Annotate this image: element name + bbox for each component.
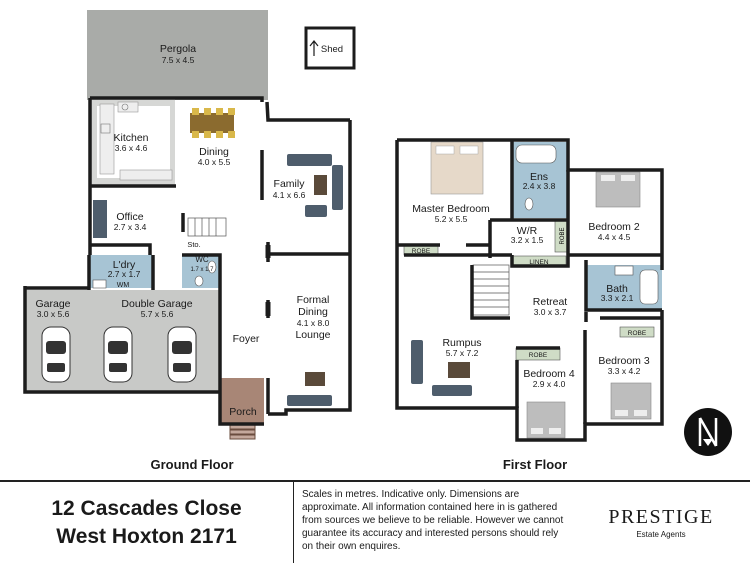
bedroom-3-label: Bedroom 3 [598,355,650,367]
bedroom-4-label: Bedroom 4 [523,368,575,380]
porch-label: Porch [229,406,257,418]
first-floor-title: First Floor [503,457,567,472]
rumpus-sofa-icon [411,340,472,396]
master-bedroom-dim: 5.2 x 5.5 [435,214,468,224]
ground-floor-title: Ground Floor [150,457,233,472]
address-line-2: West Hoxton 2171 [56,524,237,548]
north-compass-icon [684,408,732,456]
kitchen-island [99,103,115,175]
disclaimer-text: Scales in metres. Indicative only. Dimen… [302,489,564,552]
address-line-1: 12 Cascades Close [51,496,242,520]
rumpus-label: Rumpus [442,337,481,349]
ground-stairs [187,217,227,237]
bedroom-3-dim: 3.3 x 4.2 [608,366,641,376]
office-dim: 2.7 x 3.4 [114,222,147,232]
wr-robe-label: ROBE [560,227,566,244]
garage-label: Garage [35,298,70,310]
porch-area [220,378,264,424]
bedroom-3-bed-icon [610,382,652,420]
retreat-label: Retreat [533,296,568,308]
brand-name: PRESTIGE [608,506,714,528]
first-walls [395,138,664,442]
formal-dining-label: Dining [298,306,328,318]
pergola-area [87,10,268,100]
washing-machine-label: WM [117,282,130,289]
kitchen-dim: 3.6 x 4.6 [115,143,148,153]
ensuite-dim: 2.4 x 3.8 [523,181,556,191]
footer: 12 Cascades Close West Hoxton 2171 Scale… [0,480,750,563]
wc-dim: 1.7 x 1.7 [190,267,214,273]
dining-dim: 4.0 x 5.5 [198,157,231,167]
wr-dim: 3.2 x 1.5 [511,235,544,245]
bedroom-4-robe-label: ROBE [529,352,548,359]
bath-robe-label: ROBE [628,330,647,337]
double-garage-label: Double Garage [121,298,192,310]
bath-label: Bath [606,283,628,295]
lounge-label: Lounge [295,329,330,341]
bedroom-2-label: Bedroom 2 [588,221,640,233]
laundry-dim: 2.7 x 1.7 [108,269,141,279]
rumpus-dim: 5.7 x 7.2 [446,348,479,358]
double-garage-dim: 5.7 x 5.6 [141,309,174,319]
linen-label: LINEN [529,259,548,266]
lounge-sofa-icon [287,372,332,406]
family-sofa-icon [287,154,343,217]
master-robe-label: ROBE [412,248,431,255]
dining-label: Dining [199,146,229,158]
shed-label: Shed [321,44,343,55]
ensuite-label: Ens [530,171,548,183]
bath-dim: 3.3 x 2.1 [601,293,634,303]
office-desk-icon [93,200,107,238]
brand-tagline: Estate Agents [636,530,686,539]
bedroom-2-dim: 4.4 x 4.5 [598,232,631,242]
brand-logo: PRESTIGE Estate Agents [586,506,736,539]
wc-label: WC [195,255,209,264]
shed-arrow-icon [309,40,319,56]
garage-dim: 3.0 x 5.6 [37,309,70,319]
address-block: 12 Cascades Close West Hoxton 2171 [0,482,294,563]
formal-label: Formal [297,294,330,306]
car-icons [41,326,197,383]
master-bedroom-label: Master Bedroom [412,203,490,215]
wr-label: W/R [517,225,538,237]
laundry-label: L'dry [113,259,136,271]
dining-table-icon [190,108,235,138]
ground-walls [23,96,352,426]
bedroom-2-bed-icon [595,171,641,208]
floor-plan: Pergola 7.5 x 4.5 Shed Kitchen 3.6 x 4.6… [23,10,732,472]
bedroom-4-dim: 2.9 x 4.0 [533,379,566,389]
storage-label: Sto. [187,240,200,249]
kitchen-label: Kitchen [113,132,148,144]
family-dim: 4.1 x 6.6 [273,190,306,200]
office-label: Office [116,211,143,223]
first-stairs [472,264,510,316]
pergola-label: Pergola [160,43,196,55]
master-bed-icon [430,141,484,195]
retreat-dim: 3.0 x 3.7 [534,307,567,317]
family-label: Family [274,178,306,190]
foyer-label: Foyer [233,333,260,345]
bedroom-4-bed-icon [526,401,566,439]
pergola-dim: 7.5 x 4.5 [162,55,195,65]
formal-dim: 4.1 x 8.0 [297,318,330,328]
bath-robe [619,326,655,338]
